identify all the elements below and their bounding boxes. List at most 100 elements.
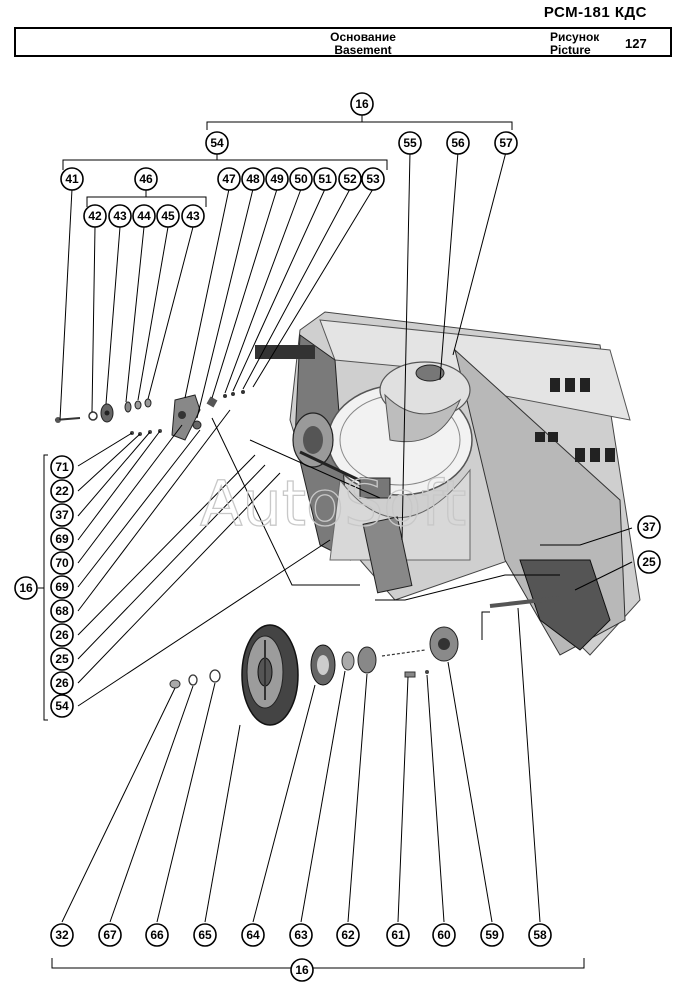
callout-label: 37 (642, 520, 656, 534)
callout: 16 (350, 92, 374, 116)
callout: 48 (241, 167, 265, 191)
callout-label: 45 (161, 209, 175, 223)
model-title: РСМ-181 КДС (543, 4, 647, 21)
callout-label: 16 (295, 963, 309, 977)
callout: 16 (14, 576, 38, 600)
watermark: AutoSoft (200, 467, 466, 540)
callout: 26 (50, 623, 74, 647)
callout-label: 44 (137, 209, 151, 223)
section-title: Основание Basement (16, 31, 670, 57)
callout: 42 (83, 204, 107, 228)
callout-label: 42 (88, 209, 102, 223)
picture-label: Рисунок Picture (550, 31, 599, 57)
callout: 57 (494, 131, 518, 155)
callout: 25 (637, 550, 661, 574)
callout: 69 (50, 575, 74, 599)
callout-label: 25 (55, 652, 69, 666)
callout: 41 (60, 167, 84, 191)
callout: 63 (289, 923, 313, 947)
callout-label: 69 (55, 532, 69, 546)
callout: 54 (50, 694, 74, 718)
callout-label: 51 (318, 172, 332, 186)
callout: 70 (50, 551, 74, 575)
callout-label: 48 (246, 172, 260, 186)
callout: 45 (156, 204, 180, 228)
drive-pulley (241, 624, 299, 726)
callout-label: 25 (642, 555, 656, 569)
callout-label: 49 (270, 172, 284, 186)
callout-label: 70 (55, 556, 69, 570)
callout-label: 61 (391, 928, 405, 942)
leader-lines (38, 113, 633, 969)
callout: 16 (290, 958, 314, 982)
shaft-parts (169, 596, 561, 689)
tensioner-bracket (171, 390, 245, 441)
section-title-ru: Основание (330, 30, 396, 44)
callout: 43 (108, 204, 132, 228)
callout: 26 (50, 671, 74, 695)
callout: 49 (265, 167, 289, 191)
callout-label: 43 (113, 209, 127, 223)
callout: 47 (217, 167, 241, 191)
callout-label: 41 (65, 172, 79, 186)
callout-label: 16 (355, 97, 369, 111)
callout: 43 (181, 204, 205, 228)
picture-number: 127 (625, 36, 647, 51)
callout-label: 26 (55, 676, 69, 690)
callout-label: 59 (485, 928, 499, 942)
picture-label-ru: Рисунок (550, 30, 600, 44)
callout-label: 62 (341, 928, 355, 942)
callout-label: 71 (55, 460, 69, 474)
callout: 58 (528, 923, 552, 947)
callout: 55 (398, 131, 422, 155)
callout: 54 (205, 131, 229, 155)
callout-label: 57 (499, 136, 513, 150)
callout: 67 (98, 923, 122, 947)
callout: 52 (338, 167, 362, 191)
callout-label: 65 (198, 928, 212, 942)
callout: 66 (145, 923, 169, 947)
header-box: Основание Basement Рисунок Picture 127 (14, 27, 672, 57)
callouts-right: 37 25 (637, 515, 661, 574)
picture-label-en: Picture (550, 43, 591, 57)
section-title-en: Basement (334, 43, 392, 57)
callout: 61 (386, 923, 410, 947)
drive-assembly (292, 412, 391, 499)
callout: 44 (132, 204, 156, 228)
callout-label: 22 (55, 484, 69, 498)
callouts-bottom: 32 67 66 65 64 63 62 61 60 59 58 16 (50, 923, 552, 982)
callout: 51 (313, 167, 337, 191)
callout-label: 58 (533, 928, 547, 942)
callout: 25 (50, 647, 74, 671)
callout-label: 46 (139, 172, 153, 186)
callout: 53 (361, 167, 385, 191)
callout-label: 68 (55, 604, 69, 618)
callout-label: 52 (343, 172, 357, 186)
callout-label: 54 (210, 136, 224, 150)
callout: 22 (50, 479, 74, 503)
callout-label: 37 (55, 508, 69, 522)
callout-label: 60 (437, 928, 451, 942)
callout: 60 (432, 923, 456, 947)
callout: 37 (50, 503, 74, 527)
callout: 37 (637, 515, 661, 539)
callout-label: 50 (294, 172, 308, 186)
callout: 32 (50, 923, 74, 947)
callout: 68 (50, 599, 74, 623)
callout-label: 32 (55, 928, 69, 942)
callout: 50 (289, 167, 313, 191)
callouts-left: 71 22 37 69 70 69 68 26 25 26 54 16 (14, 455, 74, 718)
callout-label: 43 (186, 209, 200, 223)
callout: 65 (193, 923, 217, 947)
callout-label: 64 (246, 928, 260, 942)
callout-label: 54 (55, 699, 69, 713)
callout-label: 26 (55, 628, 69, 642)
callout: 64 (241, 923, 265, 947)
callout-label: 69 (55, 580, 69, 594)
callout: 69 (50, 527, 74, 551)
callout-label: 53 (366, 172, 380, 186)
callout: 56 (446, 131, 470, 155)
callout-label: 67 (103, 928, 117, 942)
callout-label: 66 (150, 928, 164, 942)
